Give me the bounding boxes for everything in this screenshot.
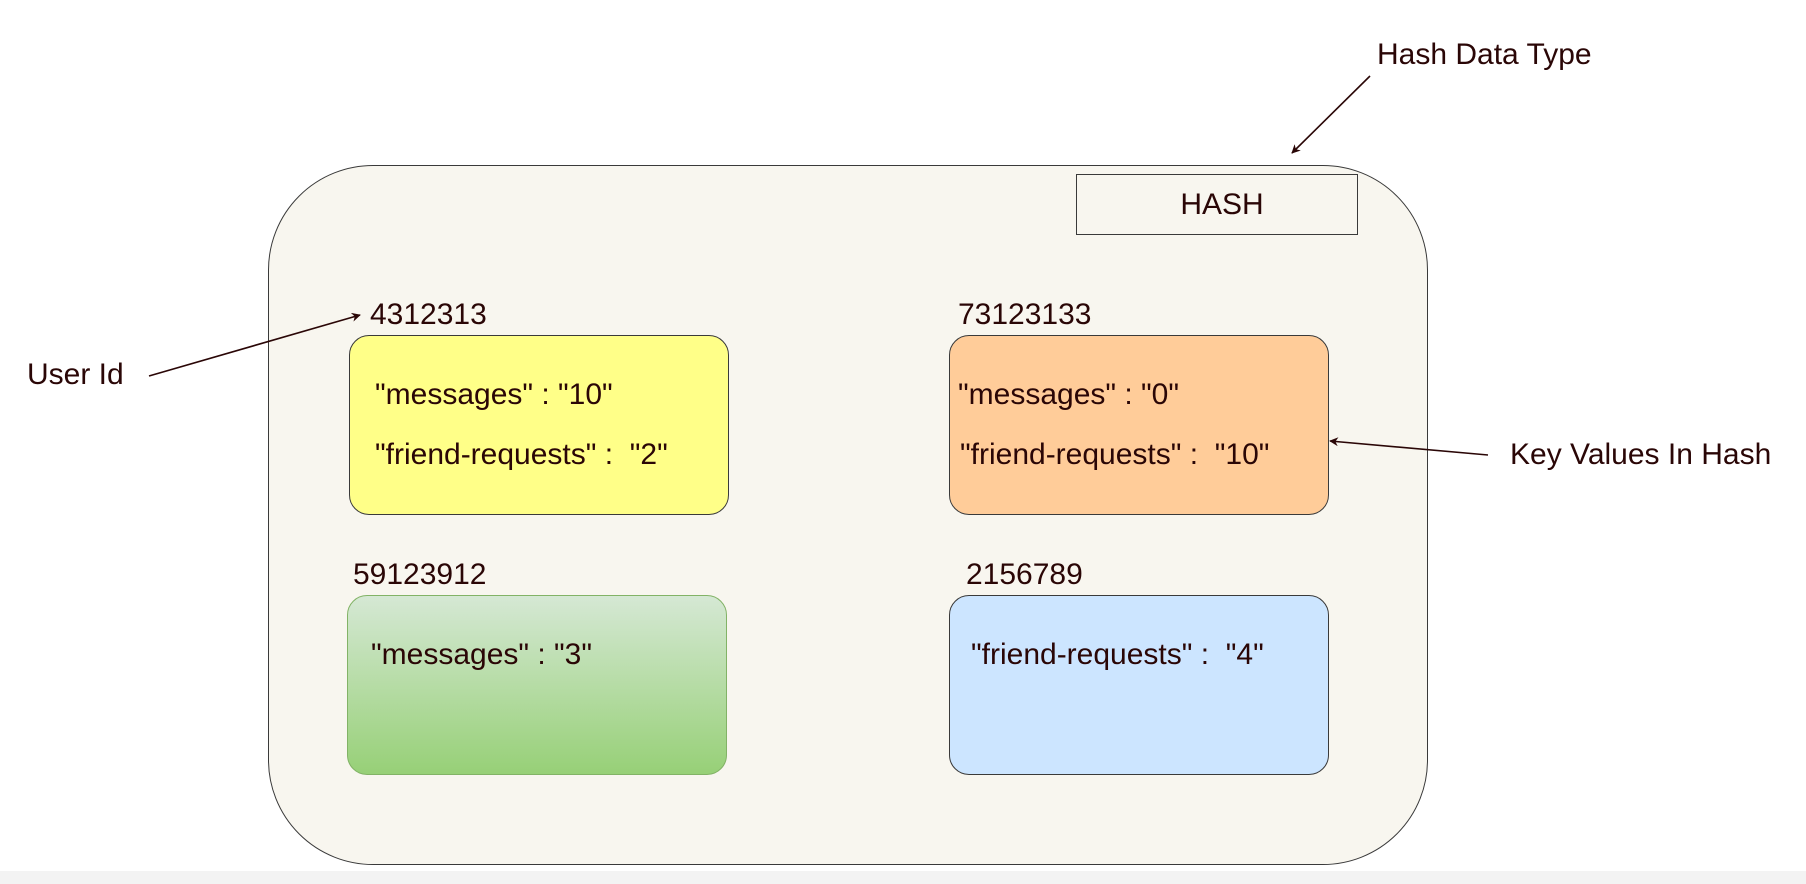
entry-3-pair-1: "messages" : "3" — [371, 638, 593, 671]
entry-2-pair-1: "messages" : "0" — [958, 378, 1180, 411]
entry-3-user-id: 59123912 — [353, 558, 487, 591]
entry-4-box — [949, 595, 1329, 775]
key-values-annotation: Key Values In Hash — [1510, 438, 1772, 471]
entry-1-box — [349, 335, 729, 515]
entry-1-user-id: 4312313 — [370, 298, 487, 331]
hash-type-label: HASH — [1180, 187, 1264, 221]
canvas-footer-strip — [0, 871, 1806, 884]
entry-2-user-id: 73123133 — [958, 298, 1092, 331]
entry-2-pair-2: "friend-requests" : "10" — [960, 438, 1270, 471]
entry-3-box — [347, 595, 727, 775]
hash-type-box: HASH — [1076, 174, 1358, 235]
hash-type-arrow — [1291, 75, 1371, 154]
entry-4-pair-1: "friend-requests" : "4" — [971, 638, 1264, 671]
entry-2-box — [949, 335, 1329, 515]
entry-1-pair-1: "messages" : "10" — [375, 378, 613, 411]
entry-1-pair-2: "friend-requests" : "2" — [375, 438, 668, 471]
hash-data-type-annotation: Hash Data Type — [1377, 38, 1592, 71]
user-id-annotation: User Id — [27, 358, 124, 391]
entry-4-user-id: 2156789 — [966, 558, 1083, 591]
